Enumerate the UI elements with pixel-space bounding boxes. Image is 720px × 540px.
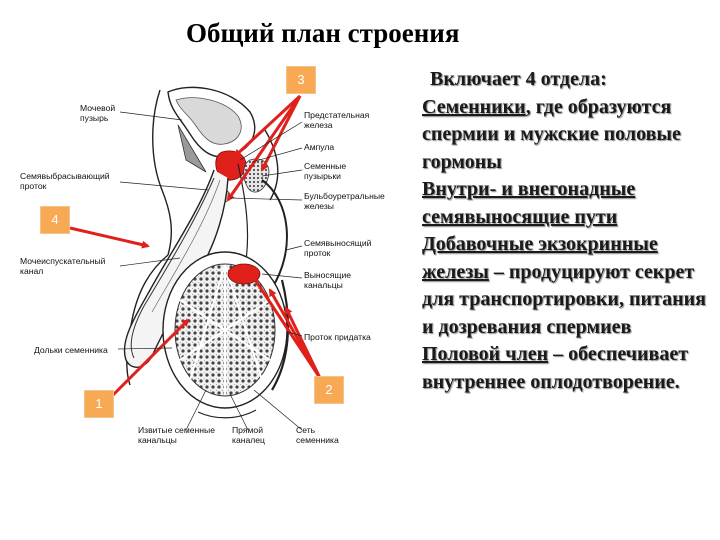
pointer-arrows: [69, 94, 322, 400]
urinary-bladder: [167, 86, 256, 173]
label-bulbourethral: Бульбоуретральные железы: [304, 191, 385, 211]
label-vas-deferens: Семявыносящий проток: [304, 238, 372, 258]
label-bladder: Мочевой пузырь: [80, 103, 116, 123]
marker-4: 4: [40, 206, 70, 234]
testis-shape: [162, 251, 290, 419]
item-glands: Добавочные экзокринные железы – продуцир…: [422, 231, 714, 341]
leader-lines: [117, 111, 303, 431]
label-seminal-vesicles: Семенные пузырьки: [304, 161, 347, 181]
marker-1: 1: [84, 390, 114, 418]
desc-glands: – продуцируют секрет для транспортировки…: [422, 260, 706, 338]
label-urethra: Мочеиспускательный канал: [20, 256, 106, 276]
label-straight-tubule: Прямой каналец: [232, 425, 265, 445]
label-ampulla: Ампула: [304, 142, 335, 152]
diagram-drawing: [69, 86, 322, 431]
intro-line: Включает 4 отдела:: [430, 68, 607, 90]
anatomy-diagram: Мочевой пузырь Семявыбрасывающий проток …: [0, 60, 420, 480]
term-penis: Половой член: [422, 343, 549, 365]
label-prostate: Предстательная железа: [304, 110, 370, 130]
item-testes: Семенники, где образуются спермии и мужс…: [422, 94, 714, 177]
item-ducts: Внутри- и внегонадные семявыносящие пути: [422, 176, 714, 231]
desc-penis: – обеспечивает внутреннее оплодотворение…: [422, 343, 689, 393]
label-rete-testis: Сеть семенника: [296, 425, 339, 445]
term-testes: Семенники: [422, 95, 526, 118]
term-glands: Добавочные экзокринные железы: [422, 233, 658, 283]
label-epididymis-duct: Проток придатка: [304, 332, 371, 342]
marker-2: 2: [314, 376, 344, 404]
label-efferent-ducts: Выносящие канальцы: [304, 270, 352, 290]
slide-title: Общий план строения: [186, 18, 460, 48]
label-testis-lobules: Дольки семенника: [34, 345, 108, 355]
item-penis: Половой член – обеспечивает внутреннее о…: [422, 341, 714, 396]
label-ejaculatory-duct: Семявыбрасывающий проток: [20, 171, 110, 191]
marker-3: 3: [286, 66, 316, 94]
term-ducts: Внутри- и внегонадные семявыносящие пути: [422, 178, 636, 228]
description-text: Включает 4 отдела: Семенники, где образу…: [422, 66, 714, 396]
desc-testes: , где образуются спермии и мужские полов…: [422, 95, 681, 173]
label-convoluted-tubules: Извитые семенные канальцы: [138, 425, 215, 445]
